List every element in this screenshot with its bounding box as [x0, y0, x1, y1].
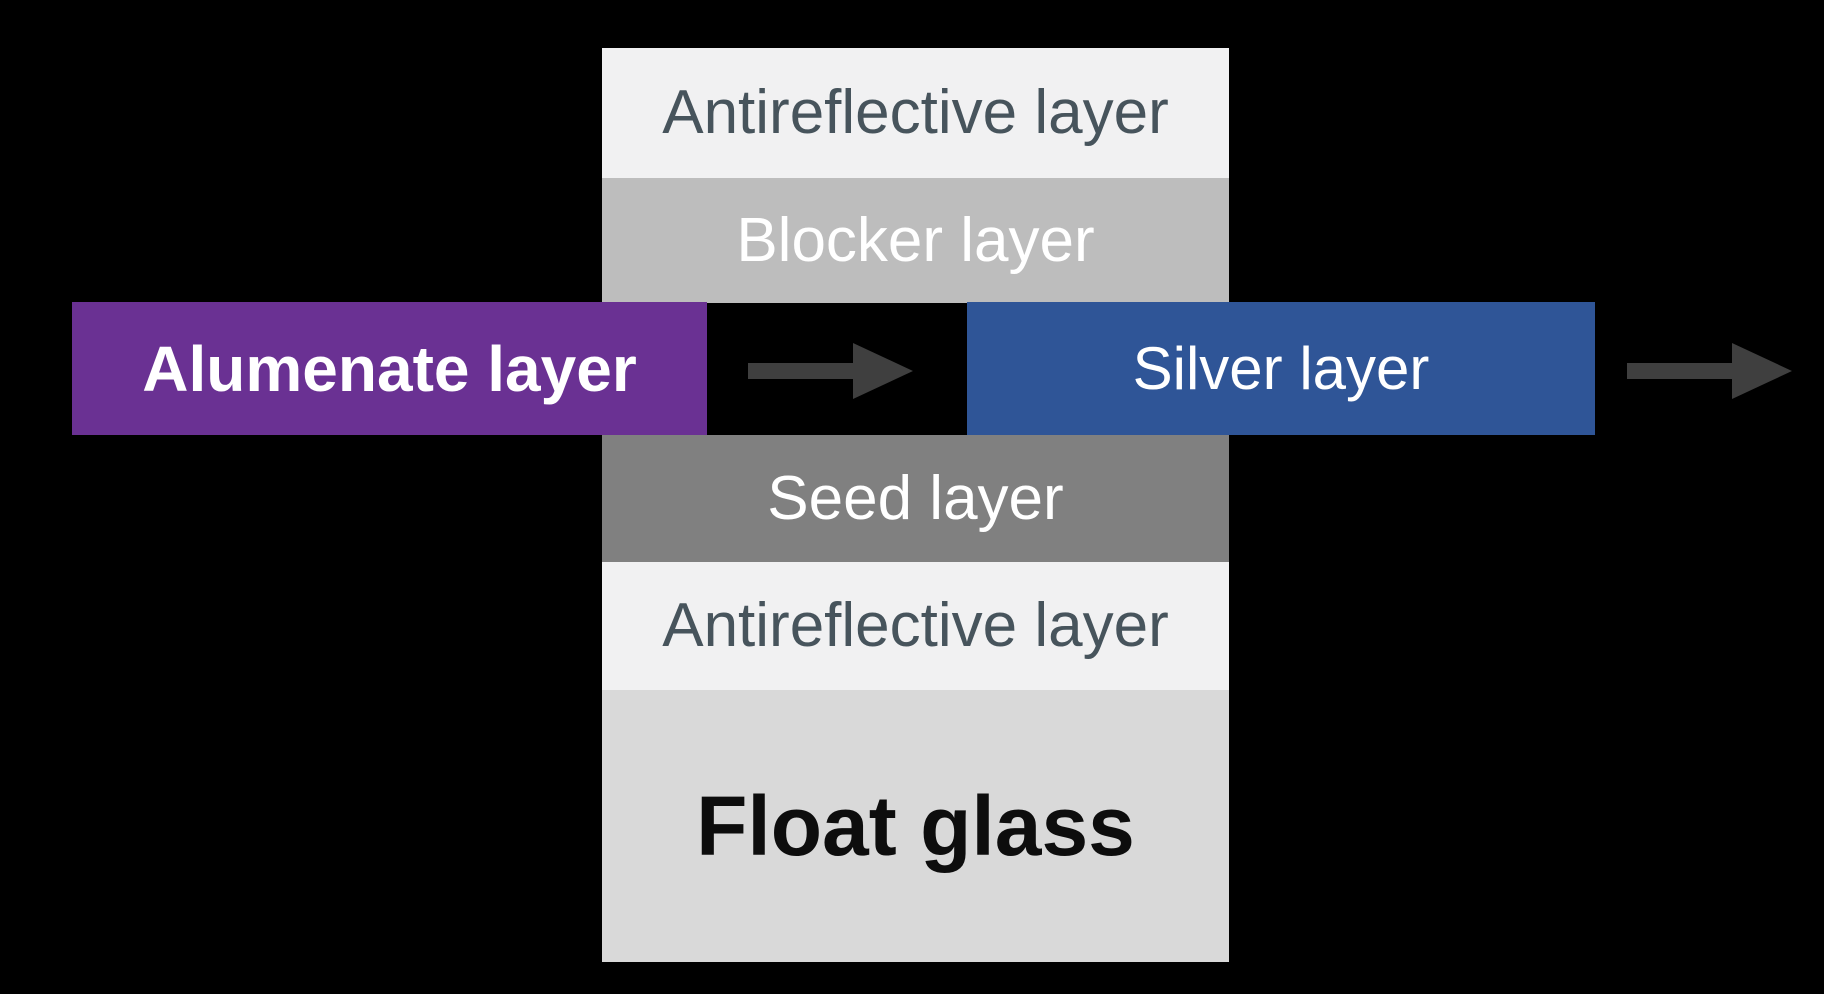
- layer-blocker: Blocker layer: [602, 178, 1229, 303]
- right-arrow-icon: [1627, 343, 1792, 399]
- layer-antireflective-bottom: Antireflective layer: [602, 562, 1229, 690]
- alumenate-layer-bar: Alumenate layer: [72, 302, 707, 435]
- layer-antireflective-top: Antireflective layer: [602, 48, 1229, 178]
- layer-antireflective-bottom-label: Antireflective layer: [662, 591, 1169, 660]
- layer-blocker-label: Blocker layer: [736, 205, 1095, 275]
- glass-coating-stack: Antireflective layer Blocker layer Seed …: [602, 48, 1229, 962]
- layer-float-glass: Float glass: [602, 690, 1229, 962]
- silver-layer-bar: Silver layer: [967, 302, 1595, 435]
- layer-seed: Seed layer: [602, 435, 1229, 562]
- layer-seed-label: Seed layer: [767, 463, 1064, 533]
- right-arrow-icon: [748, 343, 913, 399]
- layer-antireflective-top-label: Antireflective layer: [662, 78, 1169, 147]
- silver-layer-label: Silver layer: [1132, 334, 1430, 402]
- layer-float-glass-label: Float glass: [696, 779, 1135, 873]
- alumenate-layer-label: Alumenate layer: [142, 332, 637, 405]
